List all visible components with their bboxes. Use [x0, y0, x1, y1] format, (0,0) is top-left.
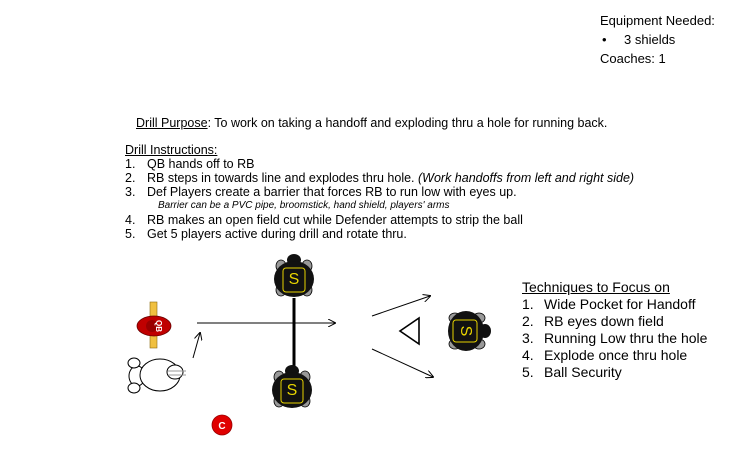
rb-player-icon [127, 357, 186, 394]
technique-item: 5.Ball Security [522, 364, 622, 380]
shield-player-bottom: S [271, 364, 313, 409]
shield-label: S [457, 326, 474, 337]
technique-item: 4.Explode once thru hole [522, 347, 688, 363]
bullet-icon: • [602, 32, 607, 47]
equipment-heading: Equipment Needed: [600, 13, 715, 28]
technique-item: 3.Running Low thru the hole [522, 330, 708, 346]
qb-label: QB [154, 320, 163, 332]
instruction-step: 1.QB hands off to RB [125, 157, 255, 171]
instruction-step: 3.Def Players create a barrier that forc… [125, 185, 517, 199]
shield-player-top: S [273, 253, 315, 298]
techniques-section: Techniques to Focus on 1.Wide Pocket for… [522, 279, 707, 381]
equipment-section: Equipment Needed: •3 shields Coaches: 1 [600, 11, 715, 68]
equipment-item: •3 shields [602, 32, 676, 47]
techniques-heading: Techniques to Focus on [522, 279, 670, 295]
instruction-step: 4.RB makes an open field cut while Defen… [125, 213, 523, 227]
qb-player: QB [136, 301, 172, 349]
drill-instructions: Drill Instructions: 1.QB hands off to RB… [125, 143, 634, 241]
technique-item: 1.Wide Pocket for Handoff [522, 296, 696, 312]
shield-label: S [289, 271, 300, 288]
rb-step-arrow [192, 333, 200, 359]
instructions-heading: Drill Instructions: [125, 143, 218, 157]
shield-player-right: S [447, 310, 492, 352]
drill-purpose-label: Drill Purpose [136, 116, 208, 130]
coach-label: C [218, 421, 225, 432]
shield-label: S [287, 382, 298, 399]
drill-purpose: Drill Purpose: To work on taking a hando… [136, 116, 607, 130]
instruction-step: 5.Get 5 players active during drill and … [125, 227, 407, 241]
technique-item: 2.RB eyes down field [522, 313, 664, 329]
barrier-note: Barrier can be a PVC pipe, broomstick, h… [158, 200, 450, 211]
instruction-step: 2.RB steps in towards line and explodes … [125, 171, 635, 185]
cut-arrow-up [371, 296, 430, 317]
cut-arrow-down [371, 348, 433, 377]
defender-triangle-icon [398, 316, 420, 346]
drill-purpose-text: : To work on taking a handoff and explod… [207, 116, 608, 130]
coaches-count: Coaches: 1 [600, 51, 666, 66]
qb-helmet [146, 320, 158, 332]
coach-marker: C [211, 414, 233, 436]
